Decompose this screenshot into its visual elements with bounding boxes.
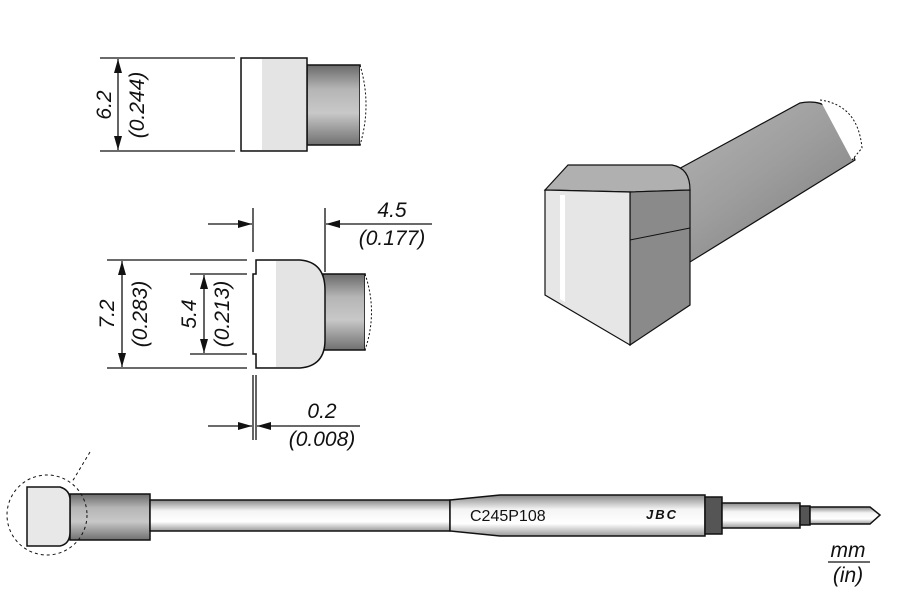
top-height-in: (0.244): [126, 72, 149, 139]
unit-mm: mm: [831, 539, 866, 562]
tip-length-mm: 4.5: [377, 199, 407, 222]
unit-in: (in): [833, 564, 863, 587]
tip-length-in: (0.177): [359, 227, 426, 250]
thickness-in: (0.008): [289, 428, 356, 451]
inner-height-mm: 5.4: [178, 299, 201, 328]
tip-3d-view: [543, 99, 863, 347]
side-height-in: (0.283): [129, 281, 152, 348]
part-number: C245P108: [470, 508, 546, 525]
brand-logo: JBC: [646, 507, 678, 522]
side-height-mm: 7.2: [96, 299, 119, 329]
top-view: 6.2 (0.244): [93, 57, 367, 152]
thickness-mm: 0.2: [307, 400, 337, 423]
full-tip-view: C245P108 JBC: [6, 451, 882, 556]
top-height-mm: 6.2: [93, 90, 116, 120]
inner-height-in: (0.213): [211, 281, 234, 348]
units-legend: mm (in): [828, 539, 870, 587]
side-view: 7.2 (0.283) 5.4 (0.213) 4.5 (0.177) 0.2 …: [96, 199, 432, 451]
